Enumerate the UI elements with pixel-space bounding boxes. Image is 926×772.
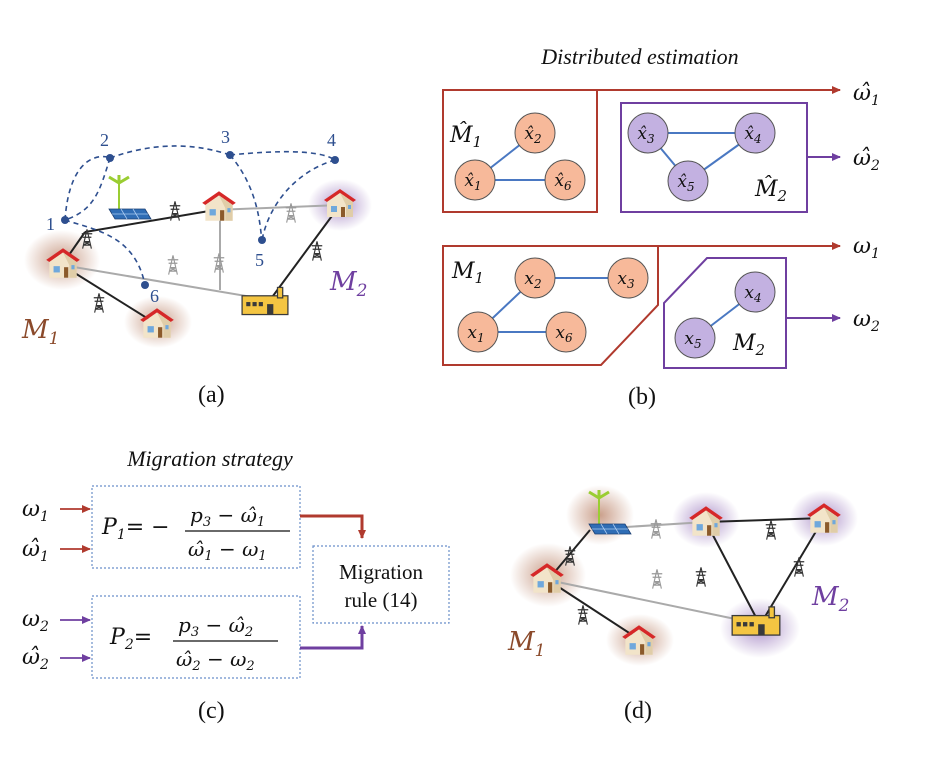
pylon-icon — [577, 604, 589, 626]
svg-text:ω1: ω1 — [22, 497, 49, 525]
true-group-1-box — [442, 245, 659, 366]
svg-text:p3 − ω̂1: p3 − ω̂1 — [190, 503, 265, 530]
pylon-icon — [311, 240, 323, 262]
comm-labels-a: 1 2 3 4 5 6 — [46, 127, 336, 306]
svg-text:ω̂2: ω̂2 — [853, 146, 880, 174]
formula-2: P2= p3 − ω̂2 ω̂2 − ω2 — [109, 613, 278, 674]
migration-rule-box — [312, 545, 450, 624]
svg-text:x2: x2 — [524, 269, 541, 291]
formula-2-box — [91, 595, 301, 679]
svg-text:x̂5: x̂5 — [677, 172, 694, 194]
comm-label-1: 1 — [46, 214, 55, 234]
comm-node — [61, 216, 69, 224]
microgrid-1-label-a: M1 — [21, 315, 59, 349]
comm-label-4: 4 — [327, 130, 336, 150]
true-group-2-box — [663, 257, 787, 369]
pylon-icon — [651, 568, 663, 590]
svg-text:ω̂1: ω̂1 — [853, 81, 880, 109]
svg-text:ω1: ω1 — [853, 234, 880, 262]
arrow-to-rule-1 — [300, 514, 366, 539]
panel-a: 1 2 3 4 5 6 M1 M2 (a) — [21, 127, 372, 408]
svg-text:P1= −: P1= − — [101, 515, 170, 543]
svg-text:x̂3: x̂3 — [637, 124, 655, 146]
migration-rule-line-1: Migration — [339, 560, 423, 584]
svg-text:ω2: ω2 — [853, 307, 880, 335]
svg-text:x4: x4 — [744, 283, 761, 305]
comm-label-6: 6 — [150, 286, 159, 306]
panel-b: Distributed estimation x̂2 x̂1 x̂6 x̂3 x… — [442, 44, 880, 410]
output-labels-b: ω̂1 ω̂2 ω1 ω2 — [853, 81, 880, 335]
svg-text:ω̂1: ω̂1 — [22, 537, 49, 565]
comm-node — [331, 156, 339, 164]
formula-1: P1= − p3 − ω̂1 ω̂1 − ω1 — [101, 503, 290, 564]
house-icon — [202, 191, 236, 221]
caption-a: (a) — [198, 382, 225, 408]
pylon-icon — [695, 566, 707, 588]
pylon-icon — [765, 519, 777, 541]
true-group-1-label: M1 — [451, 259, 484, 287]
title-c: Migration strategy — [126, 446, 293, 471]
factory-icon — [241, 286, 289, 316]
svg-text:x3: x3 — [617, 269, 635, 291]
pylon-icon — [167, 254, 179, 276]
est-group-2-label: M̂2 — [754, 176, 787, 205]
migration-rule-line-2: rule (14) — [345, 588, 418, 612]
est-nodes — [454, 112, 776, 202]
title-b: Distributed estimation — [540, 44, 738, 69]
true-nodes — [457, 257, 776, 359]
svg-text:x1: x1 — [467, 323, 484, 345]
est-node-labels: x̂2 x̂1 x̂6 x̂3 x̂4 x̂5 — [464, 124, 761, 194]
svg-text:ω̂1 − ω1: ω̂1 − ω1 — [188, 537, 267, 564]
svg-text:ω̂2: ω̂2 — [22, 645, 49, 673]
panel-c: Migration strategy ω1 ω̂1 ω2 ω̂2 P1= − p… — [22, 446, 450, 724]
input-labels-c: ω1 ω̂1 ω2 ω̂2 — [22, 497, 49, 673]
microgrid-2-label-d: M2 — [811, 582, 849, 616]
svg-text:x5: x5 — [684, 329, 701, 351]
comm-node — [106, 154, 114, 162]
svg-text:x̂4: x̂4 — [744, 124, 761, 146]
svg-text:P2=: P2= — [109, 625, 152, 653]
caption-c: (c) — [198, 698, 225, 724]
svg-text:p3 − ω̂2: p3 − ω̂2 — [178, 613, 253, 640]
panel-d: M1 M2 (d) — [507, 485, 858, 724]
solar-wind-icon — [107, 175, 153, 221]
svg-text:x6: x6 — [555, 323, 573, 345]
comm-node — [258, 236, 266, 244]
pylon-icon — [93, 292, 105, 314]
svg-text:ω2: ω2 — [22, 607, 49, 635]
caption-b: (b) — [628, 384, 656, 410]
pylon-icon — [650, 518, 662, 540]
svg-text:ω̂2 − ω2: ω̂2 − ω2 — [176, 647, 255, 674]
grid-lines-a — [61, 204, 341, 326]
svg-text:x̂2: x̂2 — [524, 124, 541, 146]
comm-node — [141, 281, 149, 289]
true-group-2-label: M2 — [732, 331, 765, 359]
caption-d: (d) — [624, 698, 652, 724]
comm-links-a — [64, 145, 336, 286]
comm-nodes-a — [61, 151, 339, 289]
microgrid-1-label-d: M1 — [507, 627, 545, 661]
comm-label-5: 5 — [255, 250, 264, 270]
svg-text:x̂6: x̂6 — [554, 171, 572, 193]
comm-label-3: 3 — [221, 127, 230, 147]
microgrid-2-label-a: M2 — [329, 267, 367, 301]
est-group-1-label: M̂1 — [449, 122, 482, 151]
svg-text:x̂1: x̂1 — [464, 171, 481, 193]
true-node-labels: x2 x3 x1 x6 x4 x5 — [467, 269, 761, 351]
formula-1-box — [91, 485, 301, 569]
arrow-to-rule-2 — [300, 625, 366, 650]
comm-label-2: 2 — [100, 130, 109, 150]
comm-node — [226, 151, 234, 159]
est-group-1-box — [442, 89, 598, 213]
